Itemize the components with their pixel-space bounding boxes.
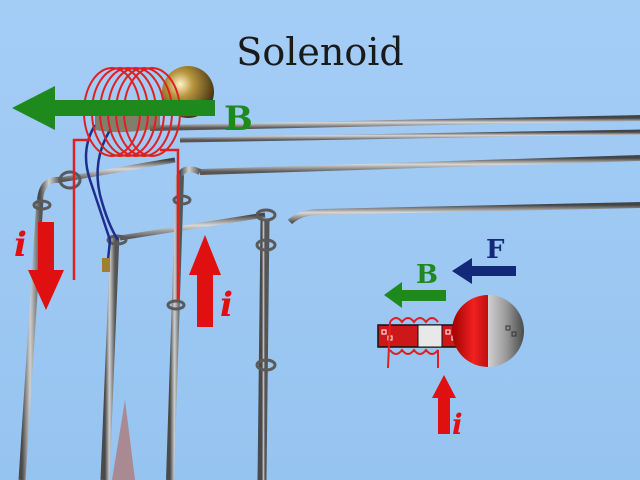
horizontal-rods <box>59 115 640 241</box>
current-label-left: i <box>14 225 27 265</box>
inset-current-arrow <box>432 375 456 434</box>
current-label-right: i <box>220 285 233 325</box>
magnetic-field-arrow <box>12 86 215 130</box>
force-label: F <box>486 235 505 265</box>
inset-ball-red-half <box>452 295 488 367</box>
force-arrow <box>452 258 516 284</box>
current-arrow-down <box>28 222 64 310</box>
field-label: B <box>224 99 253 139</box>
page-title: Solenoid <box>236 30 404 74</box>
inset-schematic <box>377 295 524 369</box>
inset-coil <box>387 317 439 369</box>
inset-field-label: B <box>416 260 438 290</box>
current-arrow-up <box>189 235 221 327</box>
wire-clip <box>102 258 110 272</box>
inset-field-arrow <box>384 282 446 308</box>
inset-core-white <box>417 324 443 348</box>
inset-ball-grey-half <box>488 295 524 367</box>
rod-collars <box>32 170 277 372</box>
inset-current-label: i <box>452 408 463 441</box>
